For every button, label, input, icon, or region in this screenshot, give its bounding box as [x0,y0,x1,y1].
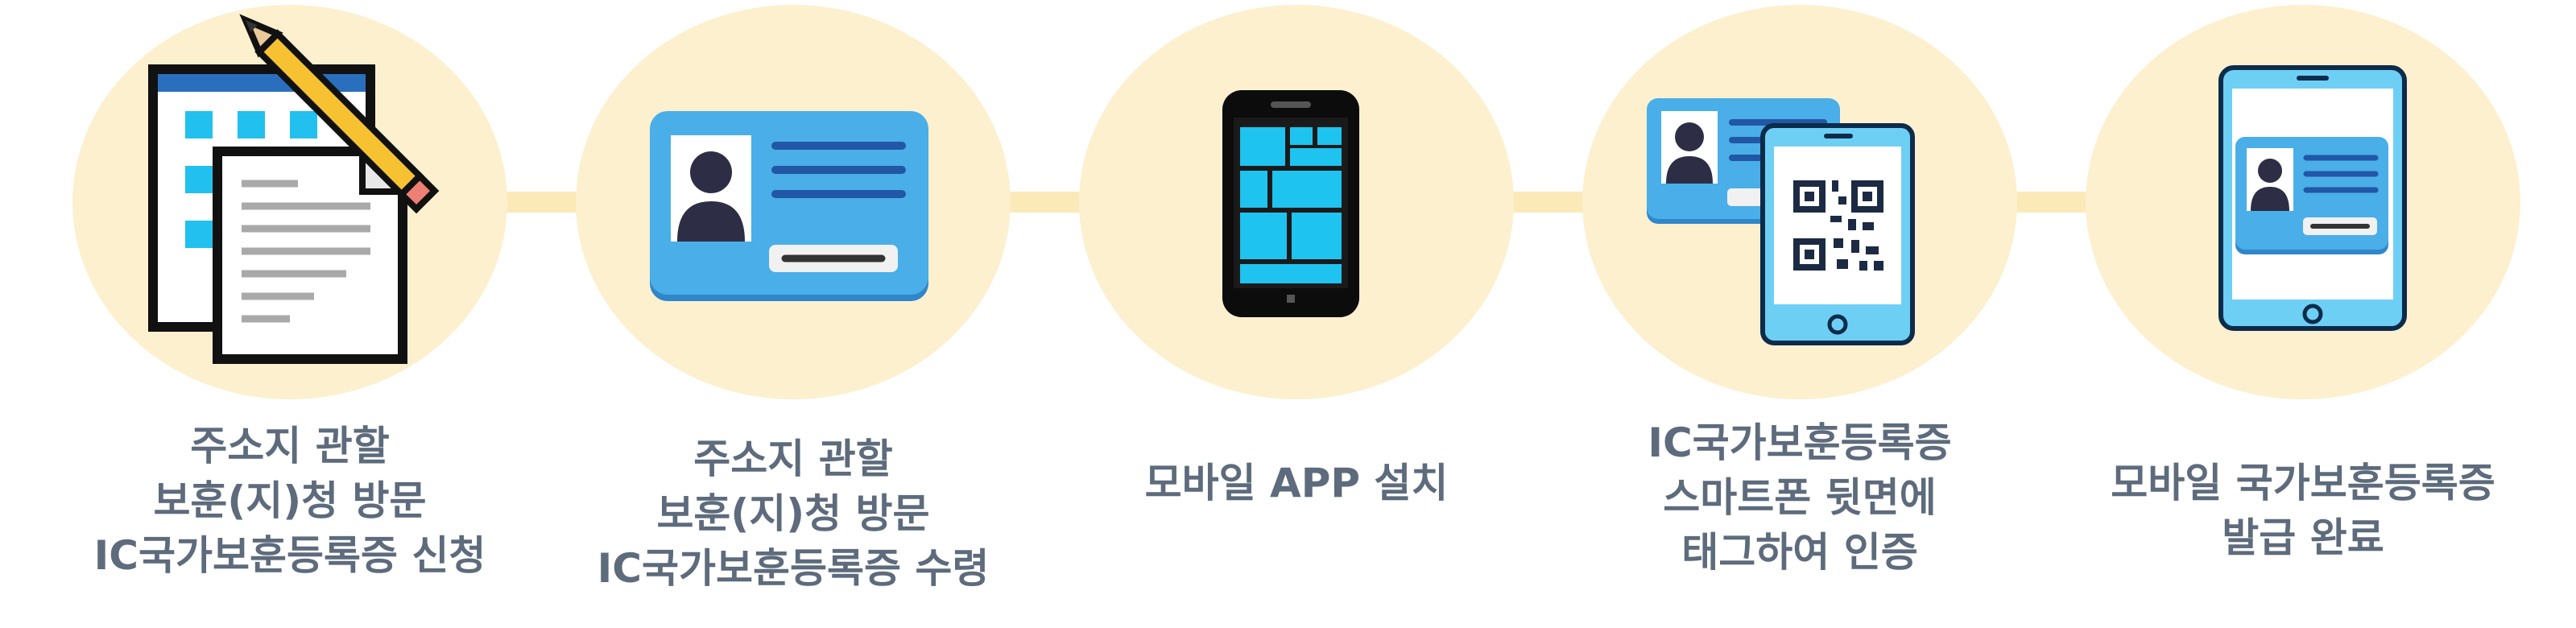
application-form-pencil-icon [148,14,440,364]
step-5-label: 모바일 국가보훈등록증 발급 완료 [2053,456,2553,565]
step-3-label-line-1: 모바일 APP 설치 [1144,460,1449,506]
id-card-icon [650,111,928,301]
step-2-label-line-2: 보훈(지)청 방문 [656,490,930,537]
step-3-circle [1079,5,1514,399]
step-1-label-line-2: 보훈(지)청 방문 [153,477,427,524]
step-4-label: IC국가보훈등록증 스마트폰 뒷면에 태그하여 인증 [1550,415,2049,580]
step-1-label-line-3: IC국가보훈등록증 신청 [93,532,486,579]
step-2-label-line-3: IC국가보훈등록증 수령 [597,545,990,592]
step-5-label-line-2: 발급 완료 [2222,514,2384,561]
step-2-label: 주소지 관할 보훈(지)청 방문 IC국가보훈등록증 수령 [544,432,1043,596]
connector-4-5 [2009,192,2098,213]
step-4-label-line-2: 스마트폰 뒷면에 [1663,474,1937,521]
step-1-circle [72,5,507,399]
step-2-circle [576,5,1011,399]
step-5-label-line-1: 모바일 국가보훈등록증 [2111,460,2495,506]
step-1-label-line-1: 주소지 관할 [190,423,390,469]
step-4-label-line-3: 태그하여 인증 [1681,529,1918,576]
step-2-label-line-1: 주소지 관할 [693,436,893,482]
mobile-phone-icon [1222,90,1359,317]
step-4-label-line-1: IC국가보훈등록증 [1648,419,1952,466]
card-tag-qr-phone-icon [1647,98,1915,345]
tablet-id-card-icon [2218,65,2407,331]
step-1-label: 주소지 관할 보훈(지)청 방문 IC국가보훈등록증 신청 [40,419,540,583]
step-3-label: 모바일 APP 설치 [1047,456,1546,510]
connector-2-3 [1003,192,1091,213]
connector-1-2 [499,192,588,213]
connector-3-4 [1506,192,1594,213]
step-4-circle [1582,5,2017,399]
step-5-circle [2086,5,2520,399]
